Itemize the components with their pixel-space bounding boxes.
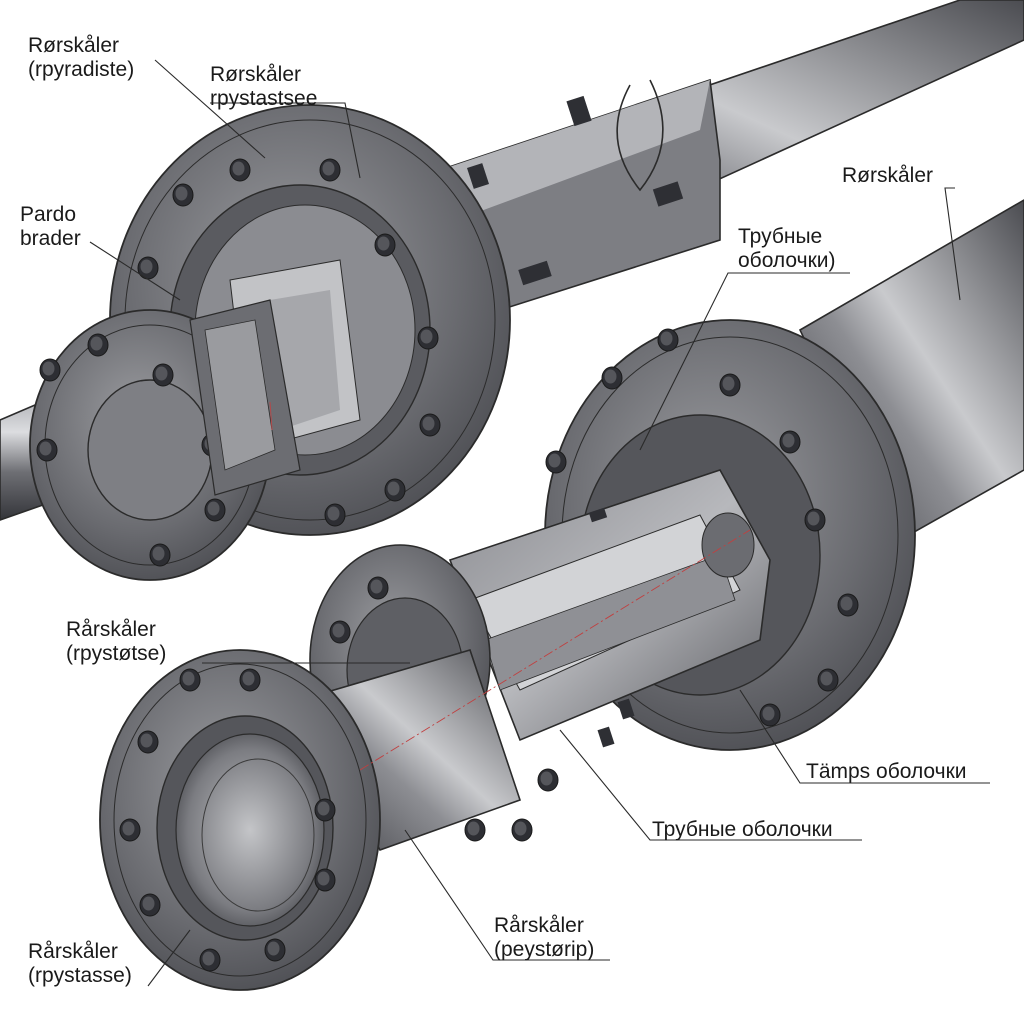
label-bottom-mid-line1: Трубные оболочки	[652, 818, 833, 841]
label-left-lower-line2: (rpystøtse)	[66, 642, 167, 665]
leader-top-left	[154, 59, 266, 159]
label-top-left-line1: Rørskåler	[28, 34, 120, 57]
label-left-mid-line2: brader	[20, 227, 81, 250]
label-right-lower-line1: Tämps оболочки	[806, 760, 967, 783]
leader-left-mid	[89, 241, 181, 301]
label-right-top: Rørskåler	[842, 164, 933, 188]
label-bottom-center: Rårskåler (peystørip)	[494, 914, 594, 962]
label-top-mid-line2: rpystastsee	[210, 87, 318, 110]
leader-bottom-mid	[559, 729, 862, 841]
leader-right-ru	[639, 272, 850, 451]
label-top-mid-line1: Rørskåler	[210, 63, 302, 86]
leader-right-top	[944, 187, 961, 301]
label-right-ru-line2: оболочки)	[738, 249, 836, 272]
label-right-lower: Tämps оболочки	[806, 760, 967, 784]
leader-bottom-center	[404, 829, 610, 961]
label-bottom-center-line2: (peystørip)	[494, 938, 595, 961]
label-right-ru-line1: Трубные	[738, 225, 823, 248]
label-bottom-center-line1: Rårskåler	[494, 914, 584, 937]
label-bottom-left-line1: Rårskåler	[28, 940, 118, 963]
label-right-top-line1: Rørskåler	[842, 164, 934, 187]
label-top-left: Rørskåler (rpyradiste)	[28, 34, 134, 82]
label-bottom-left-line2: (rpystasse)	[28, 964, 132, 987]
label-left-lower-line1: Rårskåler	[66, 618, 156, 641]
label-left-lower: Rårskåler (rpystøtse)	[66, 618, 166, 666]
label-left-mid: Pardo brader	[20, 203, 81, 251]
label-bottom-mid: Трубные оболочки	[652, 818, 833, 842]
leader-top-mid	[210, 102, 361, 179]
leader-right-lower	[739, 689, 990, 784]
label-right-ru: Трубные оболочки)	[738, 225, 835, 273]
label-top-mid: Rørskåler rpystastsee	[210, 63, 317, 111]
leader-bottom-left	[147, 929, 191, 987]
label-bottom-left: Rårskåler (rpystasse)	[28, 940, 132, 988]
label-top-left-line2: (rpyradiste)	[28, 58, 135, 81]
label-left-mid-line1: Pardo	[20, 203, 77, 226]
